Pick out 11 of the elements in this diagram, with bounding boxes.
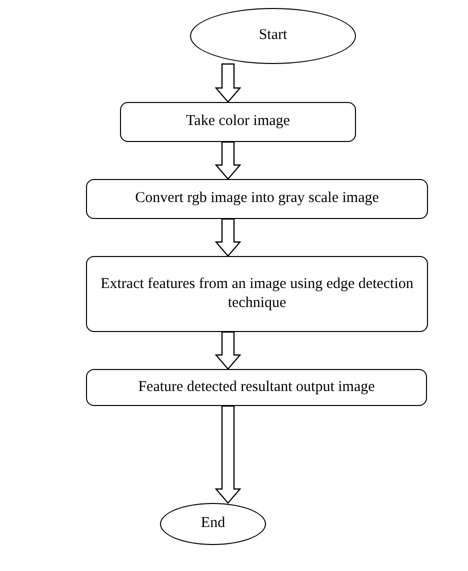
terminal-ellipse: End [160,503,266,545]
process-box: Convert rgb image into gray scale image [86,179,428,219]
block-arrow [214,405,242,504]
block-arrow [214,141,242,180]
process-box: Extract features from an image using edge detection technique [86,256,428,332]
process-box: Take color image [120,102,356,142]
block-arrow [214,218,242,257]
terminal-ellipse: Start [190,8,356,64]
block-arrow [214,63,242,103]
process-box: Feature detected resultant output image [86,369,427,406]
block-arrow [214,331,242,370]
